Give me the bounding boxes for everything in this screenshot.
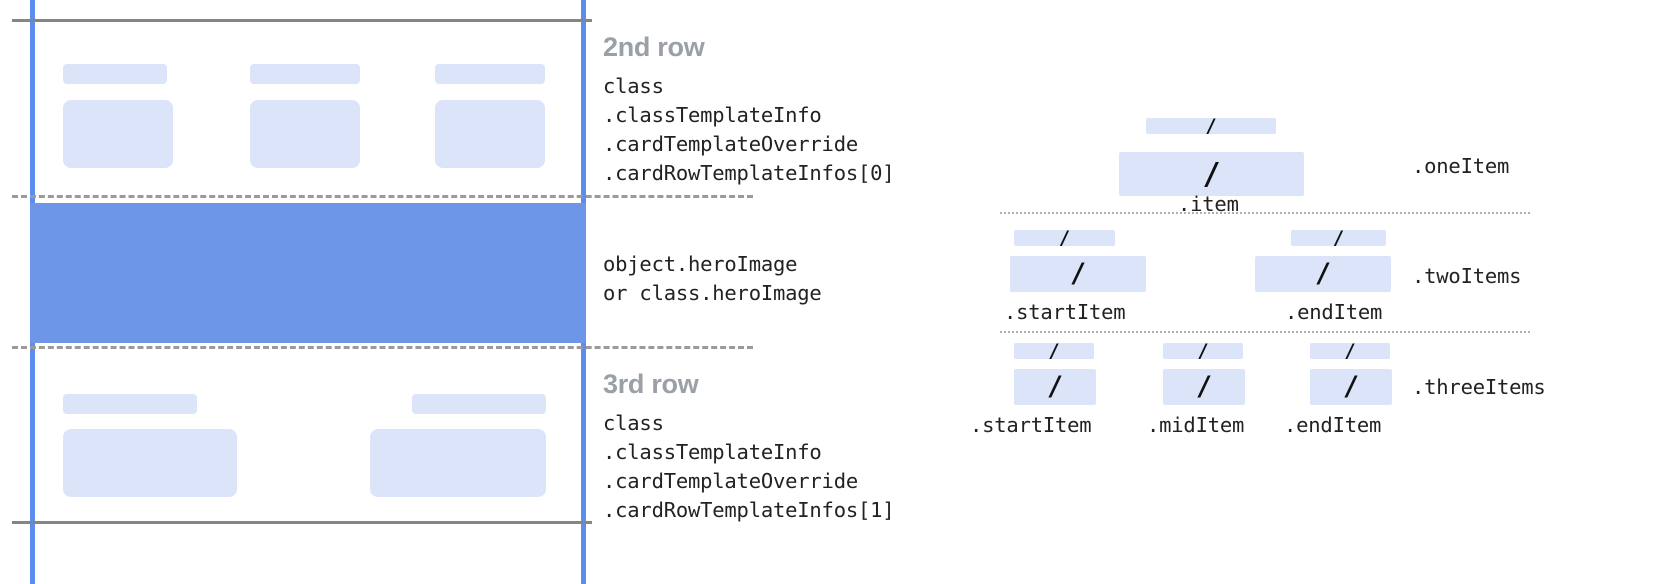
cell-value-skeleton xyxy=(63,100,173,168)
group-label-two-items: .twoItems xyxy=(1412,264,1522,288)
three-items-start-body: / xyxy=(1014,369,1096,405)
slash-glyph: / xyxy=(1344,343,1356,359)
card-row-divider-bottom xyxy=(12,346,753,349)
cell-label-skeleton xyxy=(63,64,167,84)
cell-value-skeleton xyxy=(63,429,237,497)
cell-value-skeleton xyxy=(435,100,545,168)
two-items-start-body: / xyxy=(1010,256,1146,292)
cell-label-skeleton xyxy=(435,64,545,84)
annotation-code-third-row: class .classTemplateInfo .cardTemplateOv… xyxy=(603,411,895,523)
slash-glyph: / xyxy=(1046,371,1064,402)
slash-glyph: / xyxy=(1195,371,1213,402)
slash-glyph: / xyxy=(1332,230,1345,246)
two-items-end-cap: / xyxy=(1291,230,1386,246)
one-item-body: / xyxy=(1119,152,1304,196)
item-section-divider-two-three xyxy=(1000,331,1530,333)
slash-glyph: / xyxy=(1197,343,1209,359)
slash-glyph: / xyxy=(1205,118,1217,134)
two-items-end-body: / xyxy=(1255,256,1391,292)
slash-glyph: / xyxy=(1048,343,1060,359)
three-items-mid-cap: / xyxy=(1163,343,1243,359)
three-items-end-cap: / xyxy=(1310,343,1390,359)
cell-label-skeleton xyxy=(412,394,546,414)
three-items-mid-body: / xyxy=(1163,369,1245,405)
item-label-item: .item xyxy=(1178,192,1239,216)
cell-value-skeleton xyxy=(370,429,546,497)
annotation-title-second-row: 2nd row xyxy=(603,32,705,62)
cell-label-skeleton xyxy=(63,394,197,414)
hero-image-block xyxy=(30,203,586,343)
three-items-end-body: / xyxy=(1310,369,1392,405)
item-label-start-item: .startItem xyxy=(1004,300,1126,324)
two-items-start-cap: / xyxy=(1014,230,1115,246)
three-items-start-cap: / xyxy=(1014,343,1094,359)
group-label-one-item: .oneItem xyxy=(1412,154,1510,178)
annotation-title-third-row: 3rd row xyxy=(603,369,699,399)
slash-glyph: / xyxy=(1069,258,1087,289)
item-label-start-item: .startItem xyxy=(970,413,1092,437)
slash-glyph: / xyxy=(1342,371,1360,402)
card-bottom-rule xyxy=(12,521,592,524)
slash-glyph: / xyxy=(1058,230,1071,246)
card-top-rule xyxy=(12,19,592,22)
item-section-divider-one-two xyxy=(1000,212,1530,214)
item-label-end-item: .endItem xyxy=(1285,300,1383,324)
cell-label-skeleton xyxy=(250,64,360,84)
annotation-code-second-row: class .classTemplateInfo .cardTemplateOv… xyxy=(603,74,895,186)
cell-value-skeleton xyxy=(250,100,360,168)
slash-glyph: / xyxy=(1202,157,1221,192)
item-label-mid-item: .midItem xyxy=(1147,413,1245,437)
slash-glyph: / xyxy=(1314,258,1332,289)
card-row-divider-top xyxy=(12,195,753,198)
item-label-end-item: .endItem xyxy=(1284,413,1382,437)
one-item-cap: / xyxy=(1146,118,1276,134)
annotation-code-hero-image: object.heroImage or class.heroImage xyxy=(603,252,822,306)
group-label-three-items: .threeItems xyxy=(1412,375,1546,399)
